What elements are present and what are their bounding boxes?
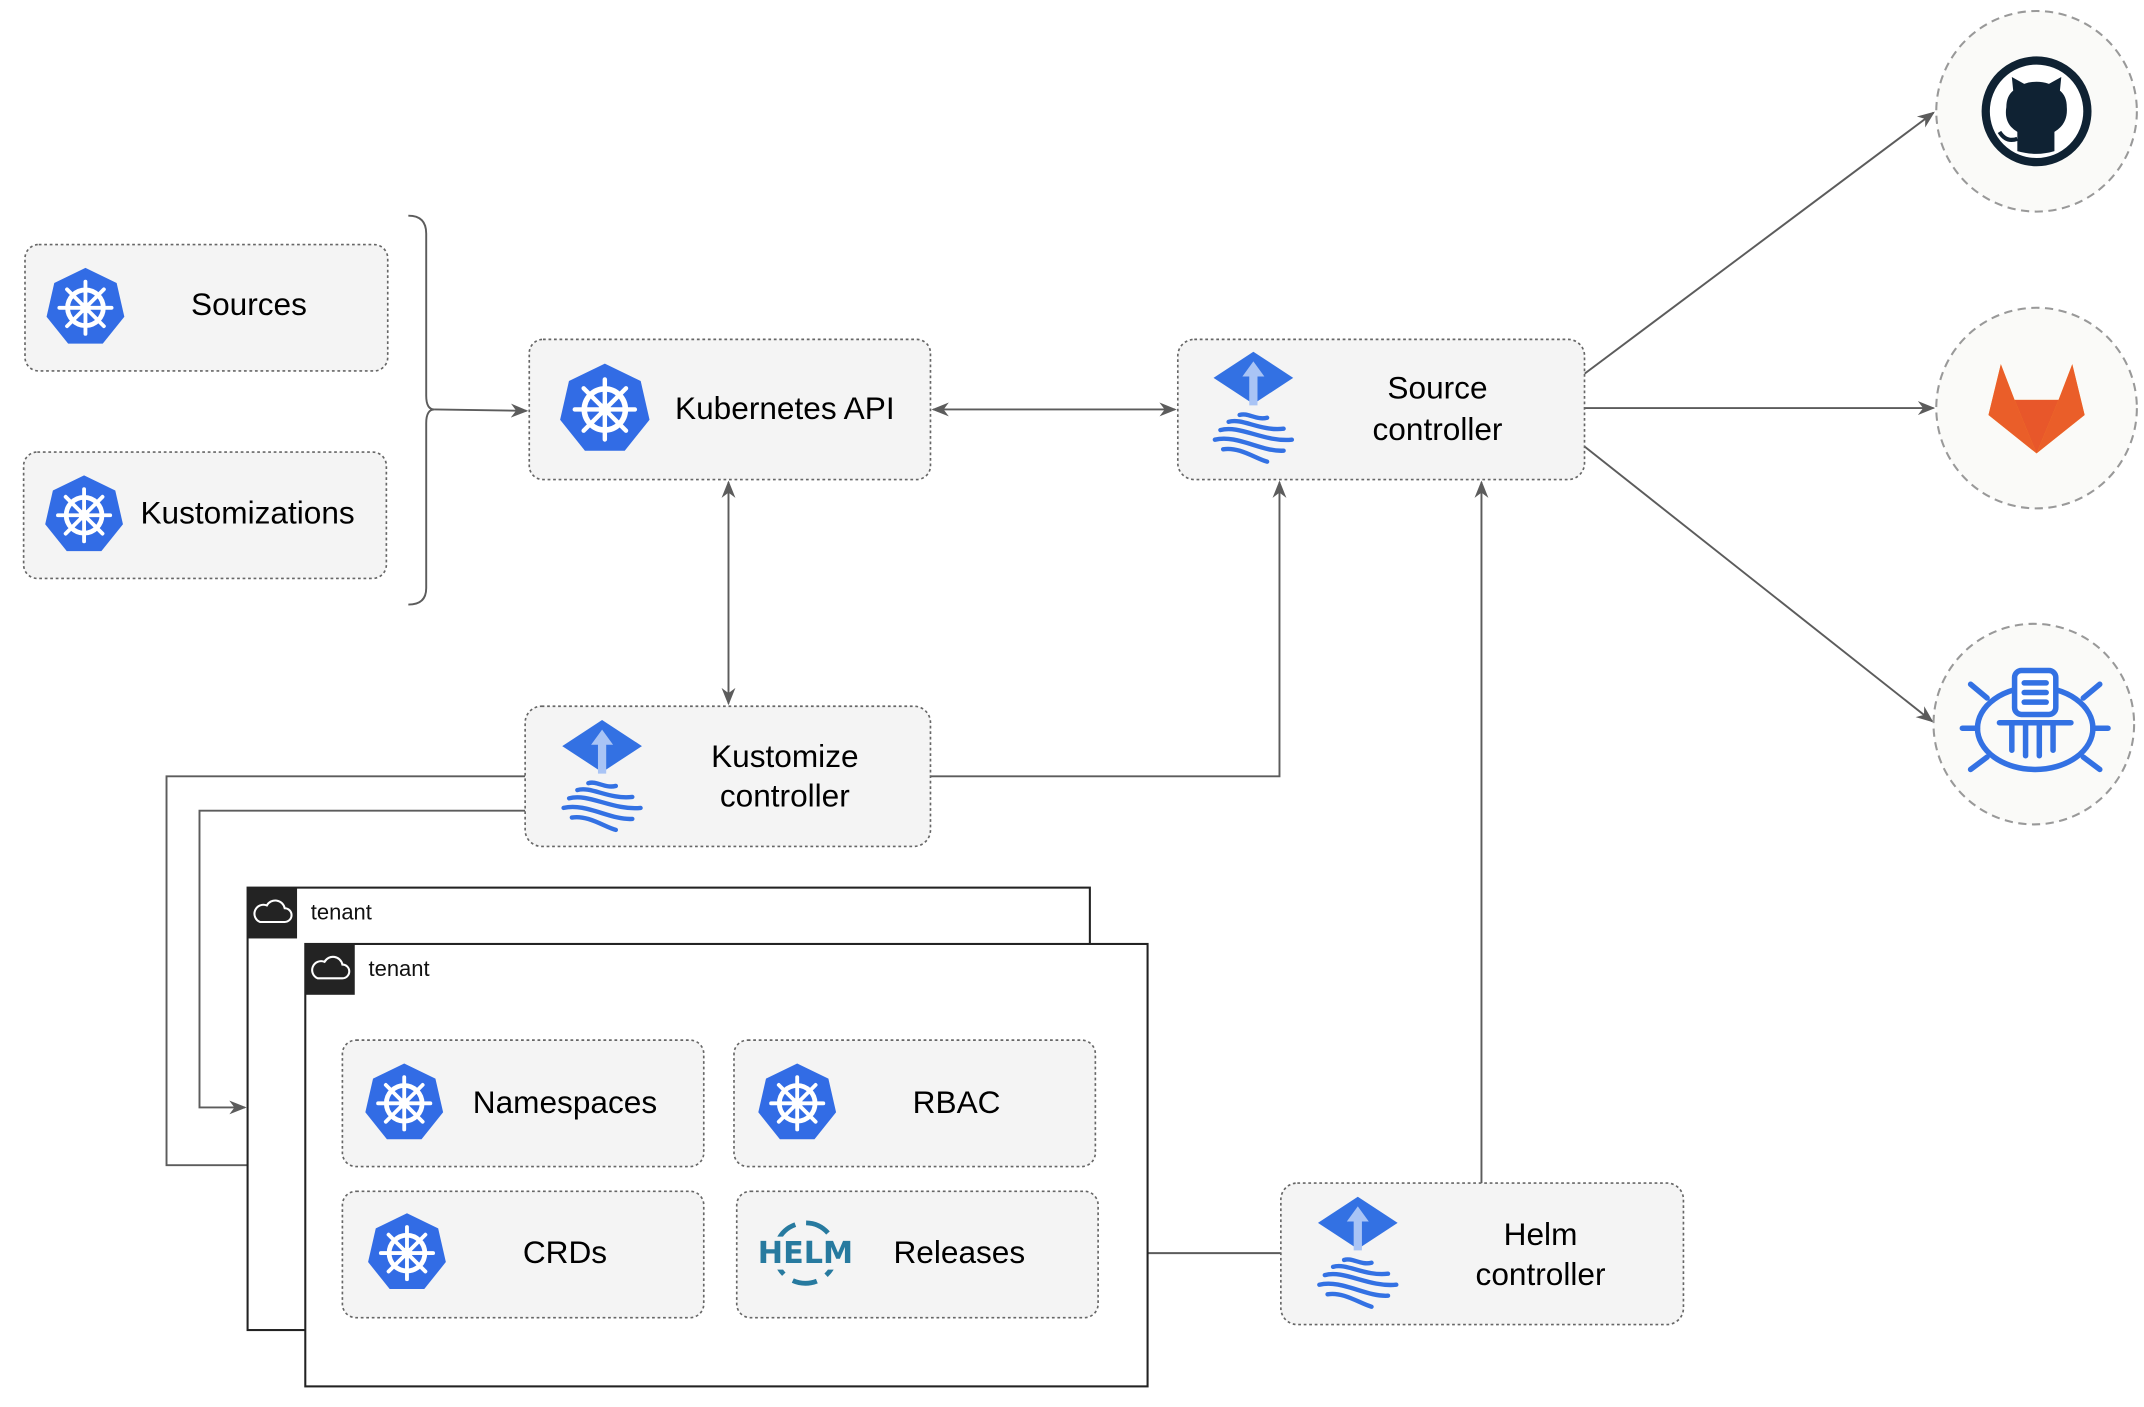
node-label: Sources (191, 286, 307, 322)
edge-source-to-bucket (1583, 445, 1934, 723)
node-label: Namespaces (473, 1084, 657, 1120)
cloud-icon (246, 886, 299, 940)
node-label-line2: controller (720, 778, 850, 814)
node-releases[interactable]: HELM Releases (735, 1190, 1099, 1319)
node-label-line1: Kustomize (711, 738, 858, 774)
node-rbac[interactable]: RBAC (733, 1039, 1097, 1168)
external-github[interactable] (1935, 9, 2138, 213)
edge-kustomize-to-tenant-front (165, 775, 526, 1173)
tenant-label: tenant (369, 956, 430, 981)
edge-kustomize-to-tenant-back (198, 809, 526, 1115)
edge-crds-to-api (434, 403, 529, 418)
node-label-line1: Helm (1504, 1216, 1578, 1252)
node-kustomize-controller[interactable]: Kustomize controller (524, 705, 932, 848)
node-label: Releases (893, 1234, 1025, 1270)
node-namespaces[interactable]: Namespaces (341, 1039, 705, 1168)
node-label: Kubernetes API (675, 390, 895, 426)
tenant-label: tenant (311, 900, 372, 925)
node-label-line2: controller (1476, 1256, 1606, 1292)
node-label: CRDs (523, 1234, 607, 1270)
external-bucket[interactable] (1932, 622, 2136, 826)
node-kubernetes-api[interactable]: Kubernetes API (528, 338, 932, 481)
github-icon (1981, 56, 2092, 167)
external-gitlab[interactable] (1935, 306, 2138, 510)
cloud-icon (304, 942, 356, 996)
node-source-controller[interactable]: Source controller (1176, 338, 1586, 481)
node-label: Kustomizations (140, 495, 354, 531)
edge-kustomize-to-source (930, 480, 1287, 778)
node-label-line2: controller (1373, 411, 1503, 447)
node-label: RBAC (913, 1084, 1001, 1120)
edges (165, 111, 1936, 1261)
helm-icon: HELM (755, 1220, 855, 1286)
edge-source-to-github (1583, 111, 1935, 375)
gitlab-icon (1988, 364, 2085, 454)
node-label-line1: Source (1387, 370, 1487, 406)
bucket-icon (1959, 667, 2111, 773)
node-kustomizations[interactable]: Kustomizations (22, 451, 388, 580)
node-crds[interactable]: CRDs (341, 1190, 705, 1319)
node-sources[interactable]: Sources (24, 243, 389, 372)
svg-text:HELM: HELM (758, 1236, 853, 1271)
node-helm-controller[interactable]: Helm controller (1280, 1182, 1685, 1326)
tenant-front[interactable]: tenant Namespaces RBAC CRDs HELM Release… (304, 942, 1149, 1388)
bracket (408, 214, 435, 606)
